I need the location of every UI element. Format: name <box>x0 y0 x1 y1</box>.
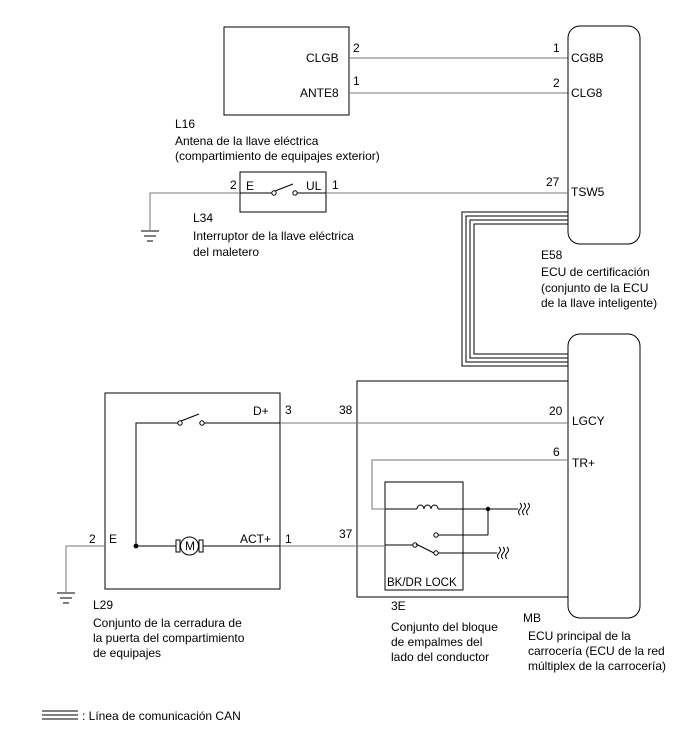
l29-pin-num-3: 3 <box>285 403 292 417</box>
e58-pin-num-2: 2 <box>553 76 560 90</box>
can-line-icon <box>42 710 78 720</box>
l16-pin-label-clgb: CLGB <box>306 51 339 65</box>
l29-name-line-1: Conjunto de la cerradura de <box>93 616 242 630</box>
mb-pin-num-20: 20 <box>549 404 563 418</box>
mb-code: MB <box>523 611 541 625</box>
3e-name-line-3: lado del conductor <box>391 650 489 664</box>
e58-pin-num-27: 27 <box>546 175 560 189</box>
mb-pin-label-lgcy: LGCY <box>572 414 605 428</box>
e58-box <box>567 25 641 245</box>
l16-box <box>223 26 350 116</box>
mb-pin-label-tr: TR+ <box>572 456 595 470</box>
l16-name-line-1: Antena de la llave eléctrica <box>175 134 319 148</box>
e58-name-line-1: ECU de certificación <box>541 265 650 279</box>
3e-relay-contact-icon <box>385 506 518 556</box>
l29-pin-label-d: D+ <box>253 404 269 418</box>
l29-pin-num-2: 2 <box>89 532 96 546</box>
l29-junction-dot <box>133 543 139 549</box>
l16-pin-num-1: 1 <box>353 74 360 88</box>
l29-pin-label-act: ACT+ <box>240 532 271 546</box>
can-communication-line <box>461 211 568 367</box>
3e-relay-coil-icon <box>385 504 488 510</box>
l34-switch-symbol <box>240 183 326 196</box>
3e-pin-num-37: 37 <box>339 527 353 541</box>
l34-pin-num-2: 2 <box>230 178 237 192</box>
l29-pin-label-e: E <box>109 532 117 546</box>
e58-code: E58 <box>541 248 563 262</box>
l34-box <box>239 171 327 213</box>
l29-switch-symbol <box>135 413 280 546</box>
3e-name-line-1: Conjunto del bloque <box>391 620 498 634</box>
e58-pin-label-tsw5: TSW5 <box>571 185 605 199</box>
l29-code: L29 <box>93 598 113 612</box>
l29-name-line-3: de equipajes <box>93 646 161 660</box>
ground-icon-3e-bottom <box>497 546 509 560</box>
e58-pin-label-cg8b: CG8B <box>571 51 604 65</box>
l34-name-line-2: del maletero <box>193 245 259 259</box>
mb-box <box>567 333 641 619</box>
e58-pin-label-clg8: CLG8 <box>571 86 603 100</box>
l29-name-line-2: la puerta del compartimiento <box>93 631 245 645</box>
l34-pin-label-e: E <box>246 179 254 193</box>
l29-motor-label: M <box>185 539 195 553</box>
3e-name-line-2: de empalmes del <box>391 635 482 649</box>
mb-pin-num-6: 6 <box>553 445 560 459</box>
l34-pin-num-1: 1 <box>332 178 339 192</box>
mb-name-line-3: múltiplex de la carrocería) <box>528 659 666 673</box>
3e-relay-label: BK/DR LOCK <box>387 577 457 589</box>
ground-icon-3e-top <box>518 502 530 516</box>
e58-name-line-3: de la llave inteligente) <box>541 296 657 310</box>
e58-pin-num-1: 1 <box>553 41 560 55</box>
3e-pin-num-38: 38 <box>339 403 353 417</box>
l34-name-line-1: Interruptor de la llave eléctrica <box>193 229 354 243</box>
l29-motor-icon: M <box>136 536 280 556</box>
l29-box <box>104 392 281 590</box>
3e-box <box>356 380 569 598</box>
legend-text: : Línea de comunicación CAN <box>82 709 241 723</box>
l16-name-line-2: (compartimiento de equipajes exterior) <box>175 149 380 163</box>
mb-name-line-1: ECU principal de la <box>528 629 631 643</box>
wire-l29-ground <box>65 545 105 592</box>
wire-l34-ground <box>149 192 240 230</box>
ground-icon-l29 <box>57 592 75 604</box>
3e-relay-box <box>384 481 464 591</box>
l34-code: L34 <box>193 211 213 225</box>
l34-pin-label-ul: UL <box>306 179 322 193</box>
mb-name-line-2: carrocería (ECU de la red <box>528 644 665 658</box>
3e-code: 3E <box>391 599 406 613</box>
l16-pin-label-ante8: ANTE8 <box>300 86 339 100</box>
l16-pin-num-2: 2 <box>353 41 360 55</box>
wire-tr-relay <box>371 459 568 510</box>
ground-icon-l34 <box>141 230 159 242</box>
l16-code: L16 <box>175 117 195 131</box>
l29-pin-num-1: 1 <box>285 532 292 546</box>
e58-name-line-2: (conjunto de la ECU <box>541 281 648 295</box>
